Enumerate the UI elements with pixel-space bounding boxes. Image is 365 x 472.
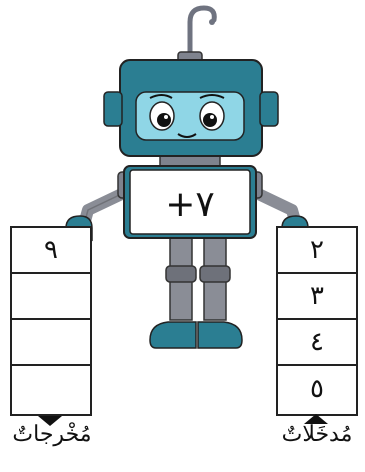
inputs-table: ٢ ٣ ٤ ٥ bbox=[276, 226, 358, 416]
robot-left-eye bbox=[157, 113, 171, 127]
input-cell-2: ٣ bbox=[278, 274, 356, 320]
robot-right-eye bbox=[203, 113, 217, 127]
inputs-label: مُدخَلاتٌ bbox=[274, 422, 360, 447]
output-cell-4 bbox=[12, 366, 90, 412]
output-cell-1: ٩ bbox=[12, 228, 90, 274]
outputs-table: ٩ bbox=[10, 226, 92, 416]
robot-left-foot bbox=[150, 322, 196, 348]
operation-label: +٧ bbox=[132, 176, 248, 232]
robot-ear-right bbox=[260, 92, 278, 126]
input-cell-3: ٤ bbox=[278, 320, 356, 366]
input-cell-1: ٢ bbox=[278, 228, 356, 274]
output-cell-2 bbox=[12, 274, 90, 320]
outputs-label: مُخْرجاتٌ bbox=[10, 422, 94, 447]
robot-ear-left bbox=[104, 92, 122, 126]
input-cell-4: ٥ bbox=[278, 366, 356, 412]
output-cell-3 bbox=[12, 320, 90, 366]
robot-right-foot bbox=[198, 322, 242, 348]
